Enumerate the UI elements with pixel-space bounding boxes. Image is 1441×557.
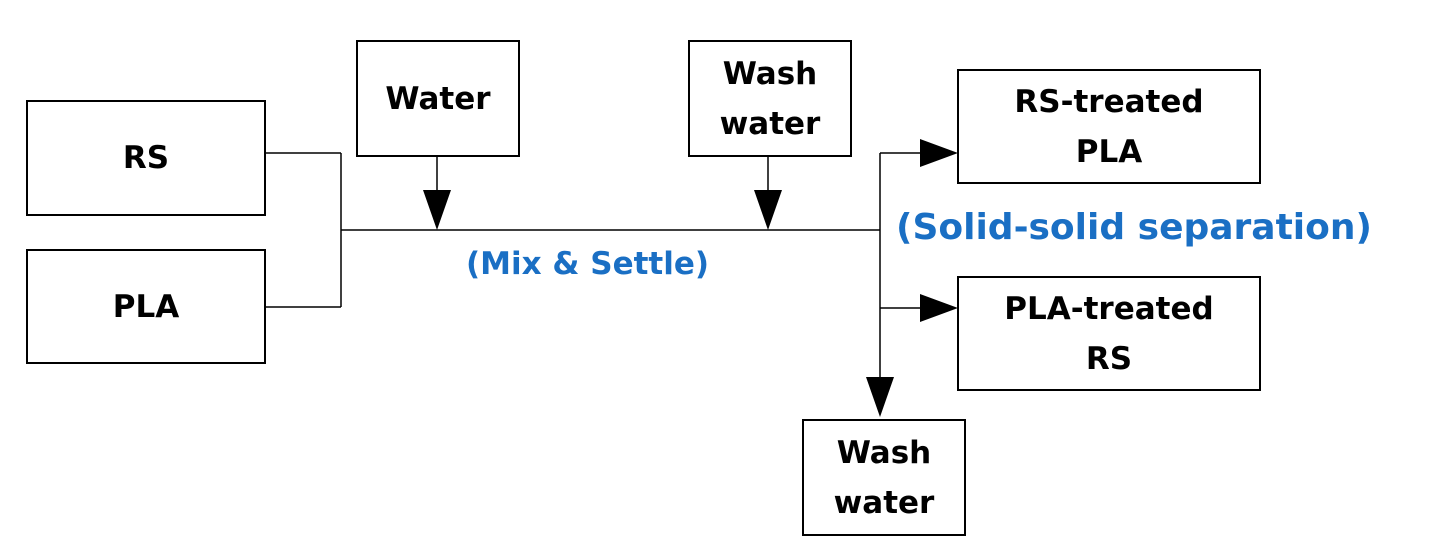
rs-box: RS — [26, 100, 266, 216]
rs-treated-pla-box: RS-treated PLA — [957, 69, 1261, 184]
water-box: Water — [356, 40, 520, 157]
rs-treated-pla-label: RS-treated PLA — [1014, 83, 1204, 170]
pla-treated-rs-box: PLA-treated RS — [957, 276, 1261, 391]
separation-label: (Solid-solid separation) — [896, 207, 1372, 248]
water-label: Water — [385, 80, 491, 117]
pla-treated-rs-label: PLA-treated RS — [1004, 290, 1214, 377]
rs-treated-pla-arrowhead — [920, 139, 958, 167]
wash-water-input-label: Wash water — [719, 55, 821, 142]
wash-water-input-box: Wash water — [688, 40, 852, 157]
water-arrowhead — [423, 190, 451, 230]
rs-label: RS — [122, 140, 170, 176]
wash-water-arrowhead — [754, 190, 782, 230]
pla-label: PLA — [112, 288, 180, 325]
wash-water-out-arrowhead — [866, 377, 894, 417]
pla-treated-rs-arrowhead — [920, 294, 958, 322]
wash-water-output-box: Wash water — [802, 419, 966, 536]
wash-water-output-label: Wash water — [833, 434, 935, 521]
mix-settle-label: (Mix & Settle) — [466, 246, 710, 282]
pla-box: PLA — [26, 249, 266, 364]
